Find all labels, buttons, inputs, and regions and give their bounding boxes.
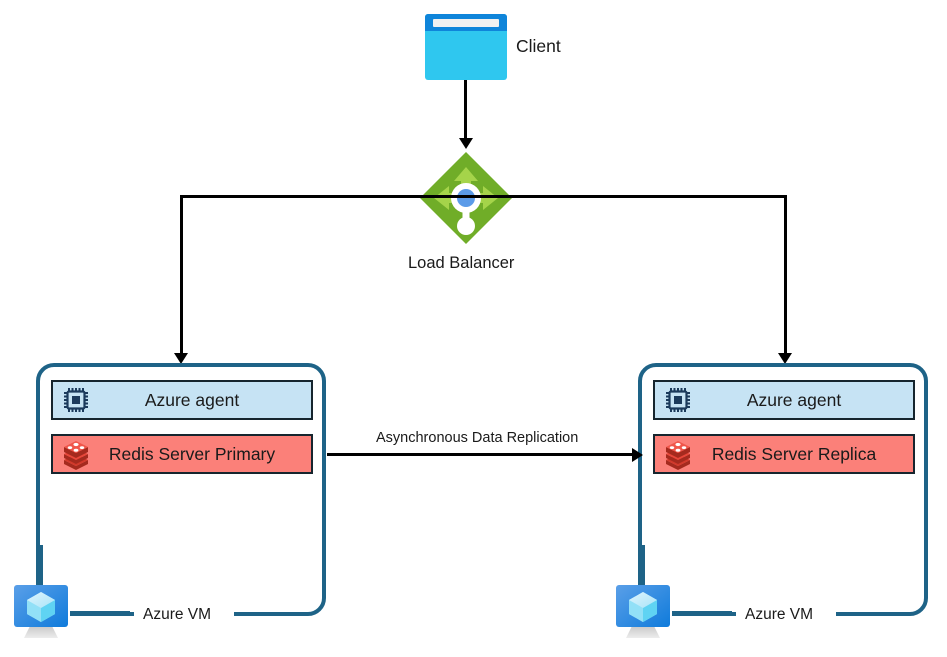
- load-balancer-icon: [418, 150, 514, 246]
- edge-load-balancer-to-vm-right-horizontal: [464, 195, 787, 198]
- edge-load-balancer-to-vm-right-arrowhead: [778, 353, 792, 364]
- service-label-redis-primary: Redis Server Primary: [108, 443, 276, 464]
- edge-replication-arrowhead: [632, 448, 643, 462]
- redis-stack-icon: [53, 438, 99, 470]
- edge-load-balancer-to-vm-left-arrowhead: [174, 353, 188, 364]
- cpu-chip-icon: [655, 385, 701, 415]
- edge-client-to-load-balancer: [464, 80, 467, 142]
- azure-vm-label-right: Azure VM: [745, 606, 814, 623]
- edge-client-to-load-balancer-arrowhead: [459, 138, 473, 149]
- client-window-titlebar-bar: [433, 19, 499, 27]
- border-gap-right-label: [736, 608, 836, 620]
- cpu-chip-icon: [53, 385, 99, 415]
- service-label-azure-agent-left: Azure agent: [144, 389, 240, 410]
- edge-load-balancer-to-vm-right-vertical: [784, 195, 787, 361]
- service-label-azure-agent-right: Azure agent: [746, 389, 842, 410]
- service-box-azure-agent-left: Azure agent: [51, 380, 313, 420]
- vm-connector-left-top: [38, 545, 43, 585]
- azure-vm-label-left: Azure VM: [143, 606, 212, 623]
- redis-stack-icon: [655, 438, 701, 470]
- edge-load-balancer-to-vm-left-horizontal: [180, 195, 468, 198]
- client-window-titlebar: [425, 14, 507, 31]
- vm-connector-left-right: [70, 611, 130, 616]
- service-label-redis-replica: Redis Server Replica: [711, 443, 877, 464]
- service-box-redis-primary: Redis Server Primary: [51, 434, 313, 474]
- load-balancer-label: Load Balancer: [408, 254, 515, 272]
- edge-label-replication: Asynchronous Data Replication: [376, 430, 579, 446]
- vm-connector-right-top: [640, 545, 645, 585]
- azure-vm-monitor-icon-left: [10, 582, 72, 644]
- edge-load-balancer-to-vm-left-vertical: [180, 195, 183, 361]
- vm-connector-right-right: [672, 611, 732, 616]
- border-gap-left-label: [134, 608, 234, 620]
- service-box-azure-agent-right: Azure agent: [653, 380, 915, 420]
- client-label: Client: [516, 36, 561, 56]
- client-icon: [425, 14, 507, 80]
- azure-vm-monitor-icon-right: [612, 582, 674, 644]
- service-box-redis-replica: Redis Server Replica: [653, 434, 915, 474]
- edge-replication-line: [327, 453, 639, 456]
